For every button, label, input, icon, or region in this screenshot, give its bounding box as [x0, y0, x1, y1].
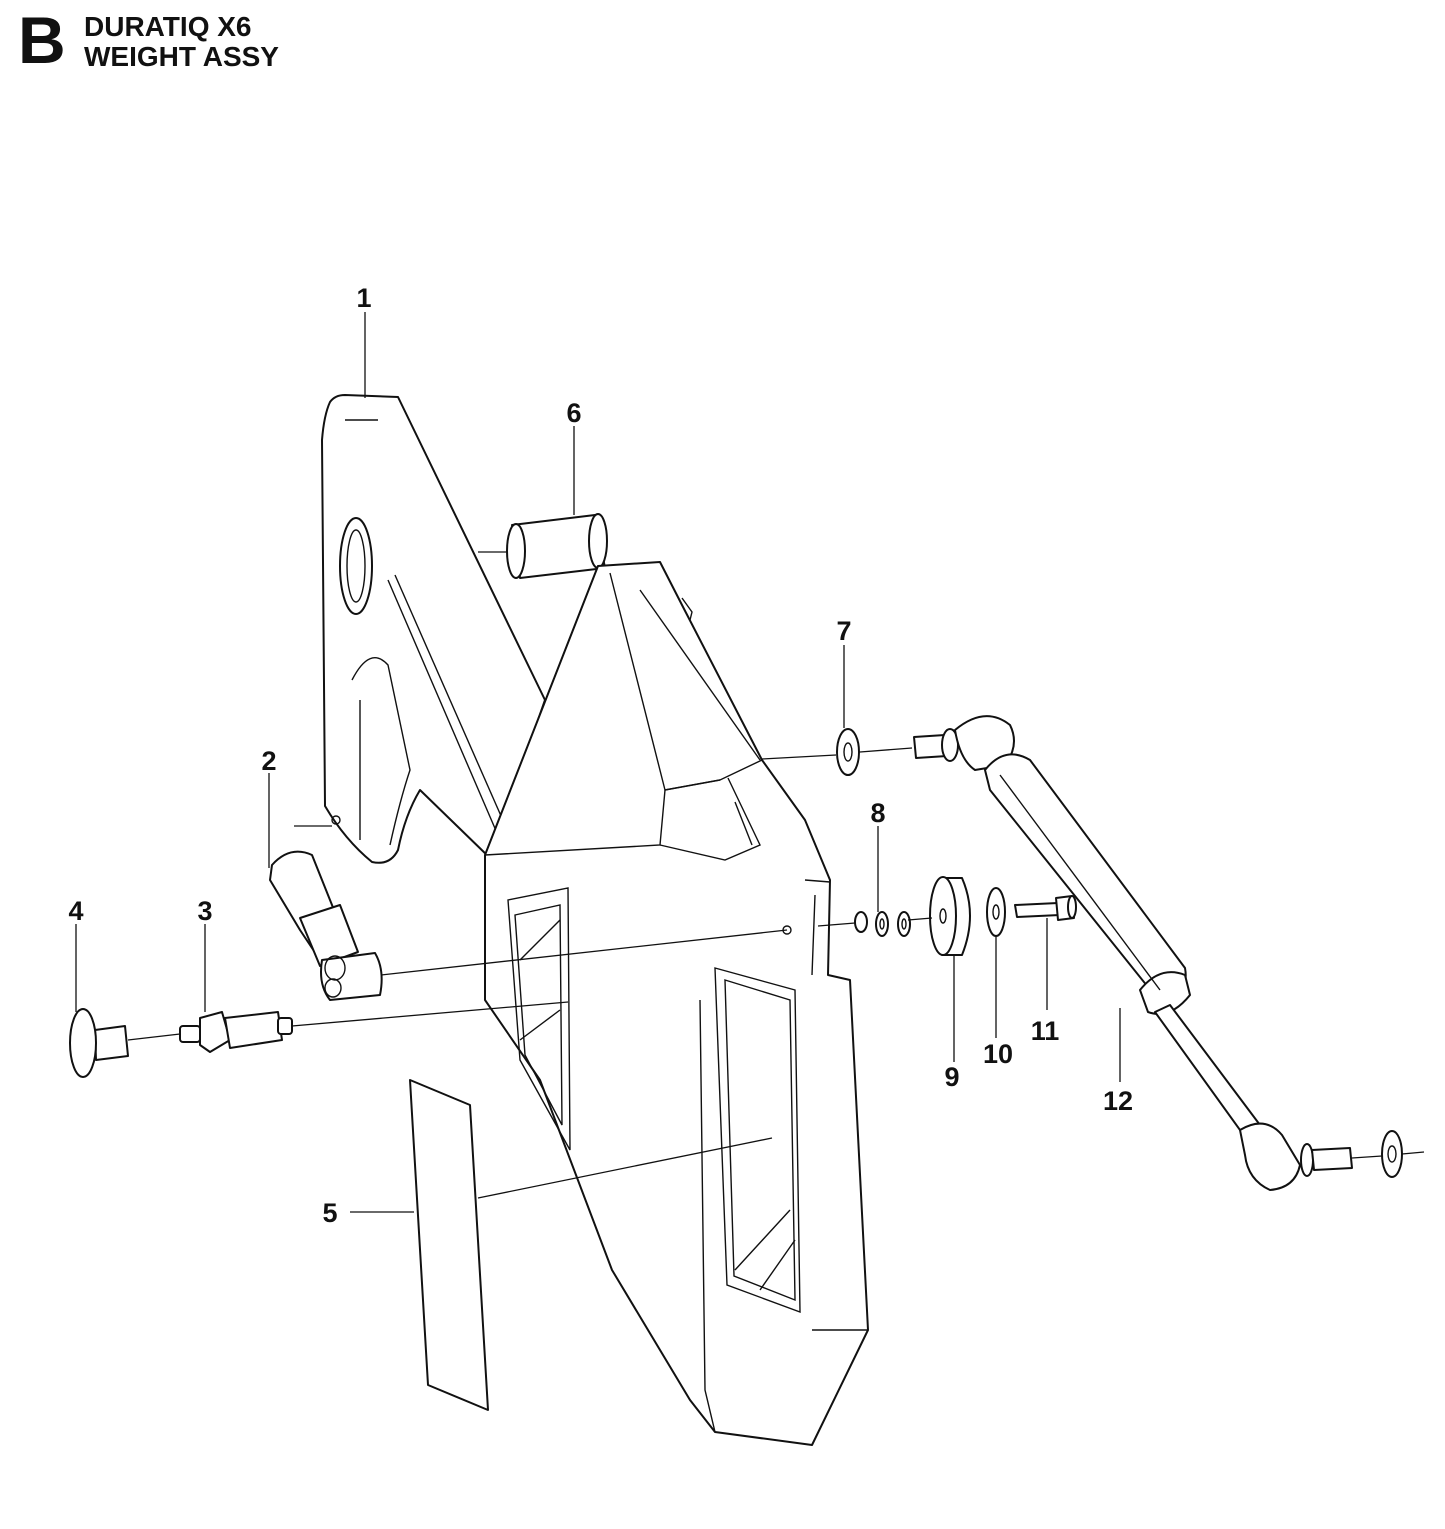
- part-11-bolt: [1014, 895, 1077, 921]
- callout-3: 3: [197, 896, 212, 926]
- callout-9: 9: [944, 1062, 959, 1092]
- callout-2: 2: [261, 746, 276, 776]
- assembly-title: WEIGHT ASSY: [84, 41, 279, 72]
- callout-6: 6: [566, 398, 581, 428]
- part-4-cap: [69, 1008, 129, 1078]
- callout-7: 7: [836, 616, 851, 646]
- weight-housing: [484, 561, 869, 1446]
- part-9-roller: [929, 876, 971, 956]
- part-5-label: [409, 1079, 489, 1411]
- part-10-washer: [986, 887, 1006, 937]
- part-3-threaded-pin: [179, 1011, 293, 1053]
- lower-stud: [1300, 1130, 1403, 1178]
- part-2-end-fitting: [269, 850, 383, 1001]
- callout-10: 10: [983, 1039, 1013, 1069]
- callout-1: 1: [356, 283, 371, 313]
- part-8-washers: [854, 911, 911, 937]
- part-7-bushing: [836, 728, 860, 776]
- callout-numbers: 1 6 7 2 8 4 3 11 10 9 12 5: [68, 283, 1133, 1228]
- part-12-gas-strut: [984, 753, 1301, 1191]
- part-6-sleeve: [506, 513, 608, 579]
- callout-4: 4: [68, 896, 83, 926]
- product-title: DURATIQ X6: [84, 11, 252, 42]
- callout-8: 8: [870, 798, 885, 828]
- callout-5: 5: [322, 1198, 337, 1228]
- part-1-bracket-plate: [321, 394, 546, 864]
- callout-12: 12: [1103, 1086, 1133, 1116]
- section-letter: B: [18, 3, 66, 77]
- callout-11: 11: [1031, 1016, 1060, 1046]
- leader-lines: [75, 312, 1425, 1213]
